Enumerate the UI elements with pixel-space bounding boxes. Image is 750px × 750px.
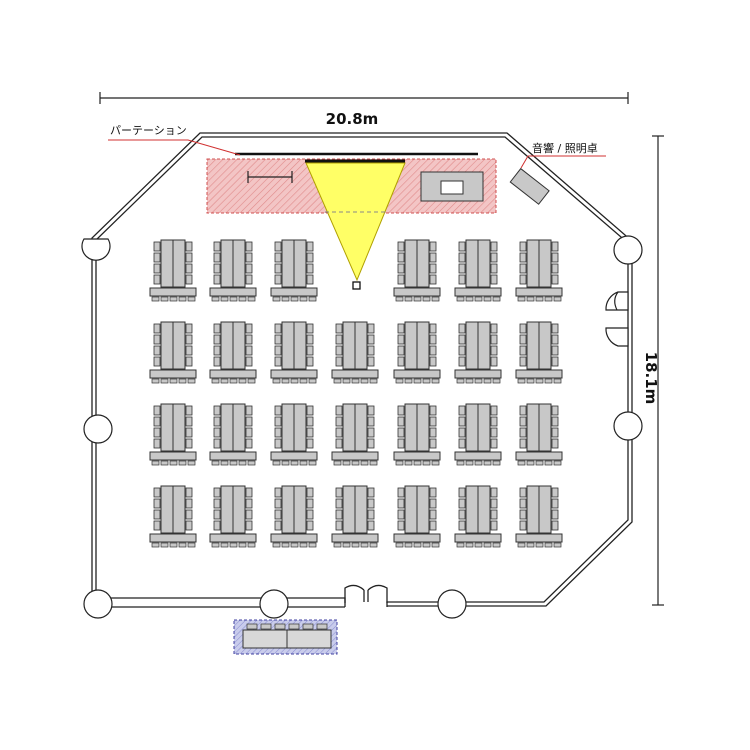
column-west	[83, 414, 113, 444]
width-label: 20.8m	[326, 110, 379, 128]
height-dimension: 18.1m	[642, 135, 664, 606]
table-cluster	[270, 239, 318, 302]
table-cluster	[149, 321, 197, 384]
av-desk: 音響 / 照明卓	[509, 141, 606, 205]
table-cluster	[515, 485, 563, 548]
reception-chair	[260, 623, 272, 630]
table-cluster	[209, 403, 257, 466]
table-cluster	[454, 321, 502, 384]
reception-chair	[316, 623, 328, 630]
table-cluster	[331, 403, 379, 466]
table-cluster	[515, 321, 563, 384]
reception-desk	[233, 619, 338, 655]
east-doors	[605, 291, 629, 347]
reception-chair	[288, 623, 300, 630]
table-cluster	[149, 403, 197, 466]
table-cluster	[209, 485, 257, 548]
table-cluster	[393, 403, 441, 466]
reception-chair	[246, 623, 258, 630]
table-cluster	[331, 485, 379, 548]
column-northeast	[613, 235, 643, 265]
table-cluster	[454, 239, 502, 302]
table-cluster	[270, 403, 318, 466]
table-cluster	[393, 239, 441, 302]
av-desk-label: 音響 / 照明卓	[532, 141, 598, 155]
column-southwest	[83, 589, 113, 619]
table-cluster	[270, 485, 318, 548]
column-south-2	[437, 589, 467, 619]
table-cluster	[209, 239, 257, 302]
table-cluster	[149, 239, 197, 302]
height-label: 18.1m	[642, 352, 660, 405]
podium-icon	[247, 171, 293, 183]
av-desk-icon	[509, 167, 550, 205]
stage-table	[420, 171, 484, 202]
width-dimension: 20.8m	[99, 92, 629, 128]
column-northwest	[81, 238, 111, 261]
table-cluster	[270, 321, 318, 384]
partition-callout: パーテーション	[108, 124, 241, 156]
south-entrance-doors	[344, 584, 388, 607]
table-cluster	[515, 239, 563, 302]
table-cluster	[393, 321, 441, 384]
column-east	[613, 411, 643, 441]
column-south-1	[259, 589, 289, 619]
projection-cone	[305, 162, 406, 290]
table-cluster	[454, 403, 502, 466]
seating-layout	[149, 239, 563, 548]
reception-chair	[274, 623, 286, 630]
reception-chair	[302, 623, 314, 630]
projector-icon	[352, 281, 361, 290]
columns	[81, 235, 643, 619]
table-cluster	[454, 485, 502, 548]
table-cluster	[515, 403, 563, 466]
table-cluster	[149, 485, 197, 548]
table-cluster	[393, 485, 441, 548]
table-cluster	[331, 321, 379, 384]
partition-label: パーテーション	[110, 124, 187, 137]
table-cluster	[209, 321, 257, 384]
